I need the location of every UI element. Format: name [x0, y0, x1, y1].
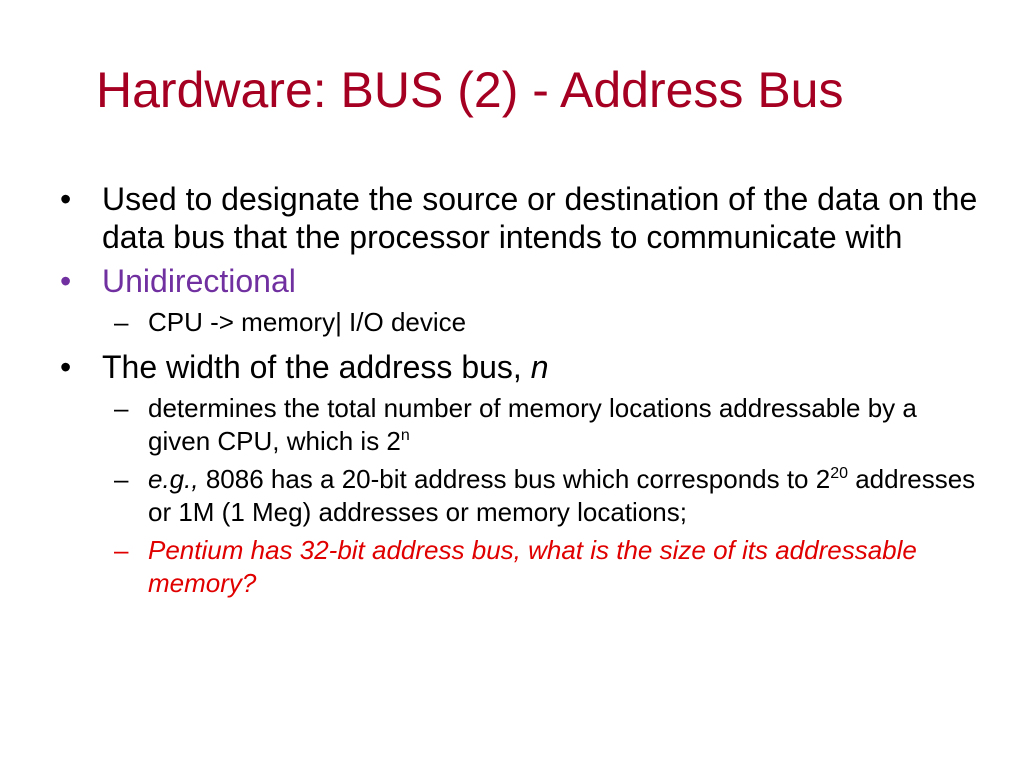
dash-icon: – [114, 307, 129, 337]
subitem-text: determines the total number of memory lo… [148, 393, 917, 456]
slide-body: • Used to designate the source or destin… [60, 180, 980, 605]
bullet-item-unidirectional: • Unidirectional [60, 262, 980, 300]
subitem-text-part1: 8086 has a 20-bit address bus which corr… [198, 464, 831, 494]
bullet-icon: • [60, 349, 72, 385]
subitem-text: Pentium has 32-bit address bus, what is … [148, 535, 917, 598]
bullet-item-used: • Used to designate the source or destin… [60, 180, 980, 256]
bullet-item-width: • The width of the address bus, n [60, 348, 980, 386]
dash-icon: – [114, 535, 129, 565]
dash-icon: – [114, 464, 129, 494]
subitem-text-part2: addresses or 1M (1 Meg) addresses or mem… [148, 464, 976, 527]
subitem-pentium-question: – Pentium has 32-bit address bus, what i… [60, 534, 980, 600]
subitem-cpu: – CPU -> memory| I/O device [60, 306, 980, 339]
subitem-example: – e.g., 8086 has a 20-bit address bus wh… [60, 463, 980, 529]
bullet-icon: • [60, 181, 72, 217]
superscript-n: n [400, 427, 410, 444]
bullet-text: The width of the address bus, [102, 349, 531, 385]
subitem-text: CPU -> memory| I/O device [148, 307, 467, 337]
bullet-text: Used to designate the source or destinat… [102, 181, 978, 255]
bullet-icon: • [60, 263, 72, 299]
slide-title: Hardware: BUS (2) - Address Bus [96, 62, 844, 118]
subitem-determines: – determines the total number of memory … [60, 392, 980, 458]
eg-label: e.g., [148, 464, 199, 494]
variable-n: n [530, 349, 549, 385]
superscript-20: 20 [830, 465, 848, 482]
dash-icon: – [114, 393, 129, 423]
bullet-text: Unidirectional [102, 263, 296, 299]
